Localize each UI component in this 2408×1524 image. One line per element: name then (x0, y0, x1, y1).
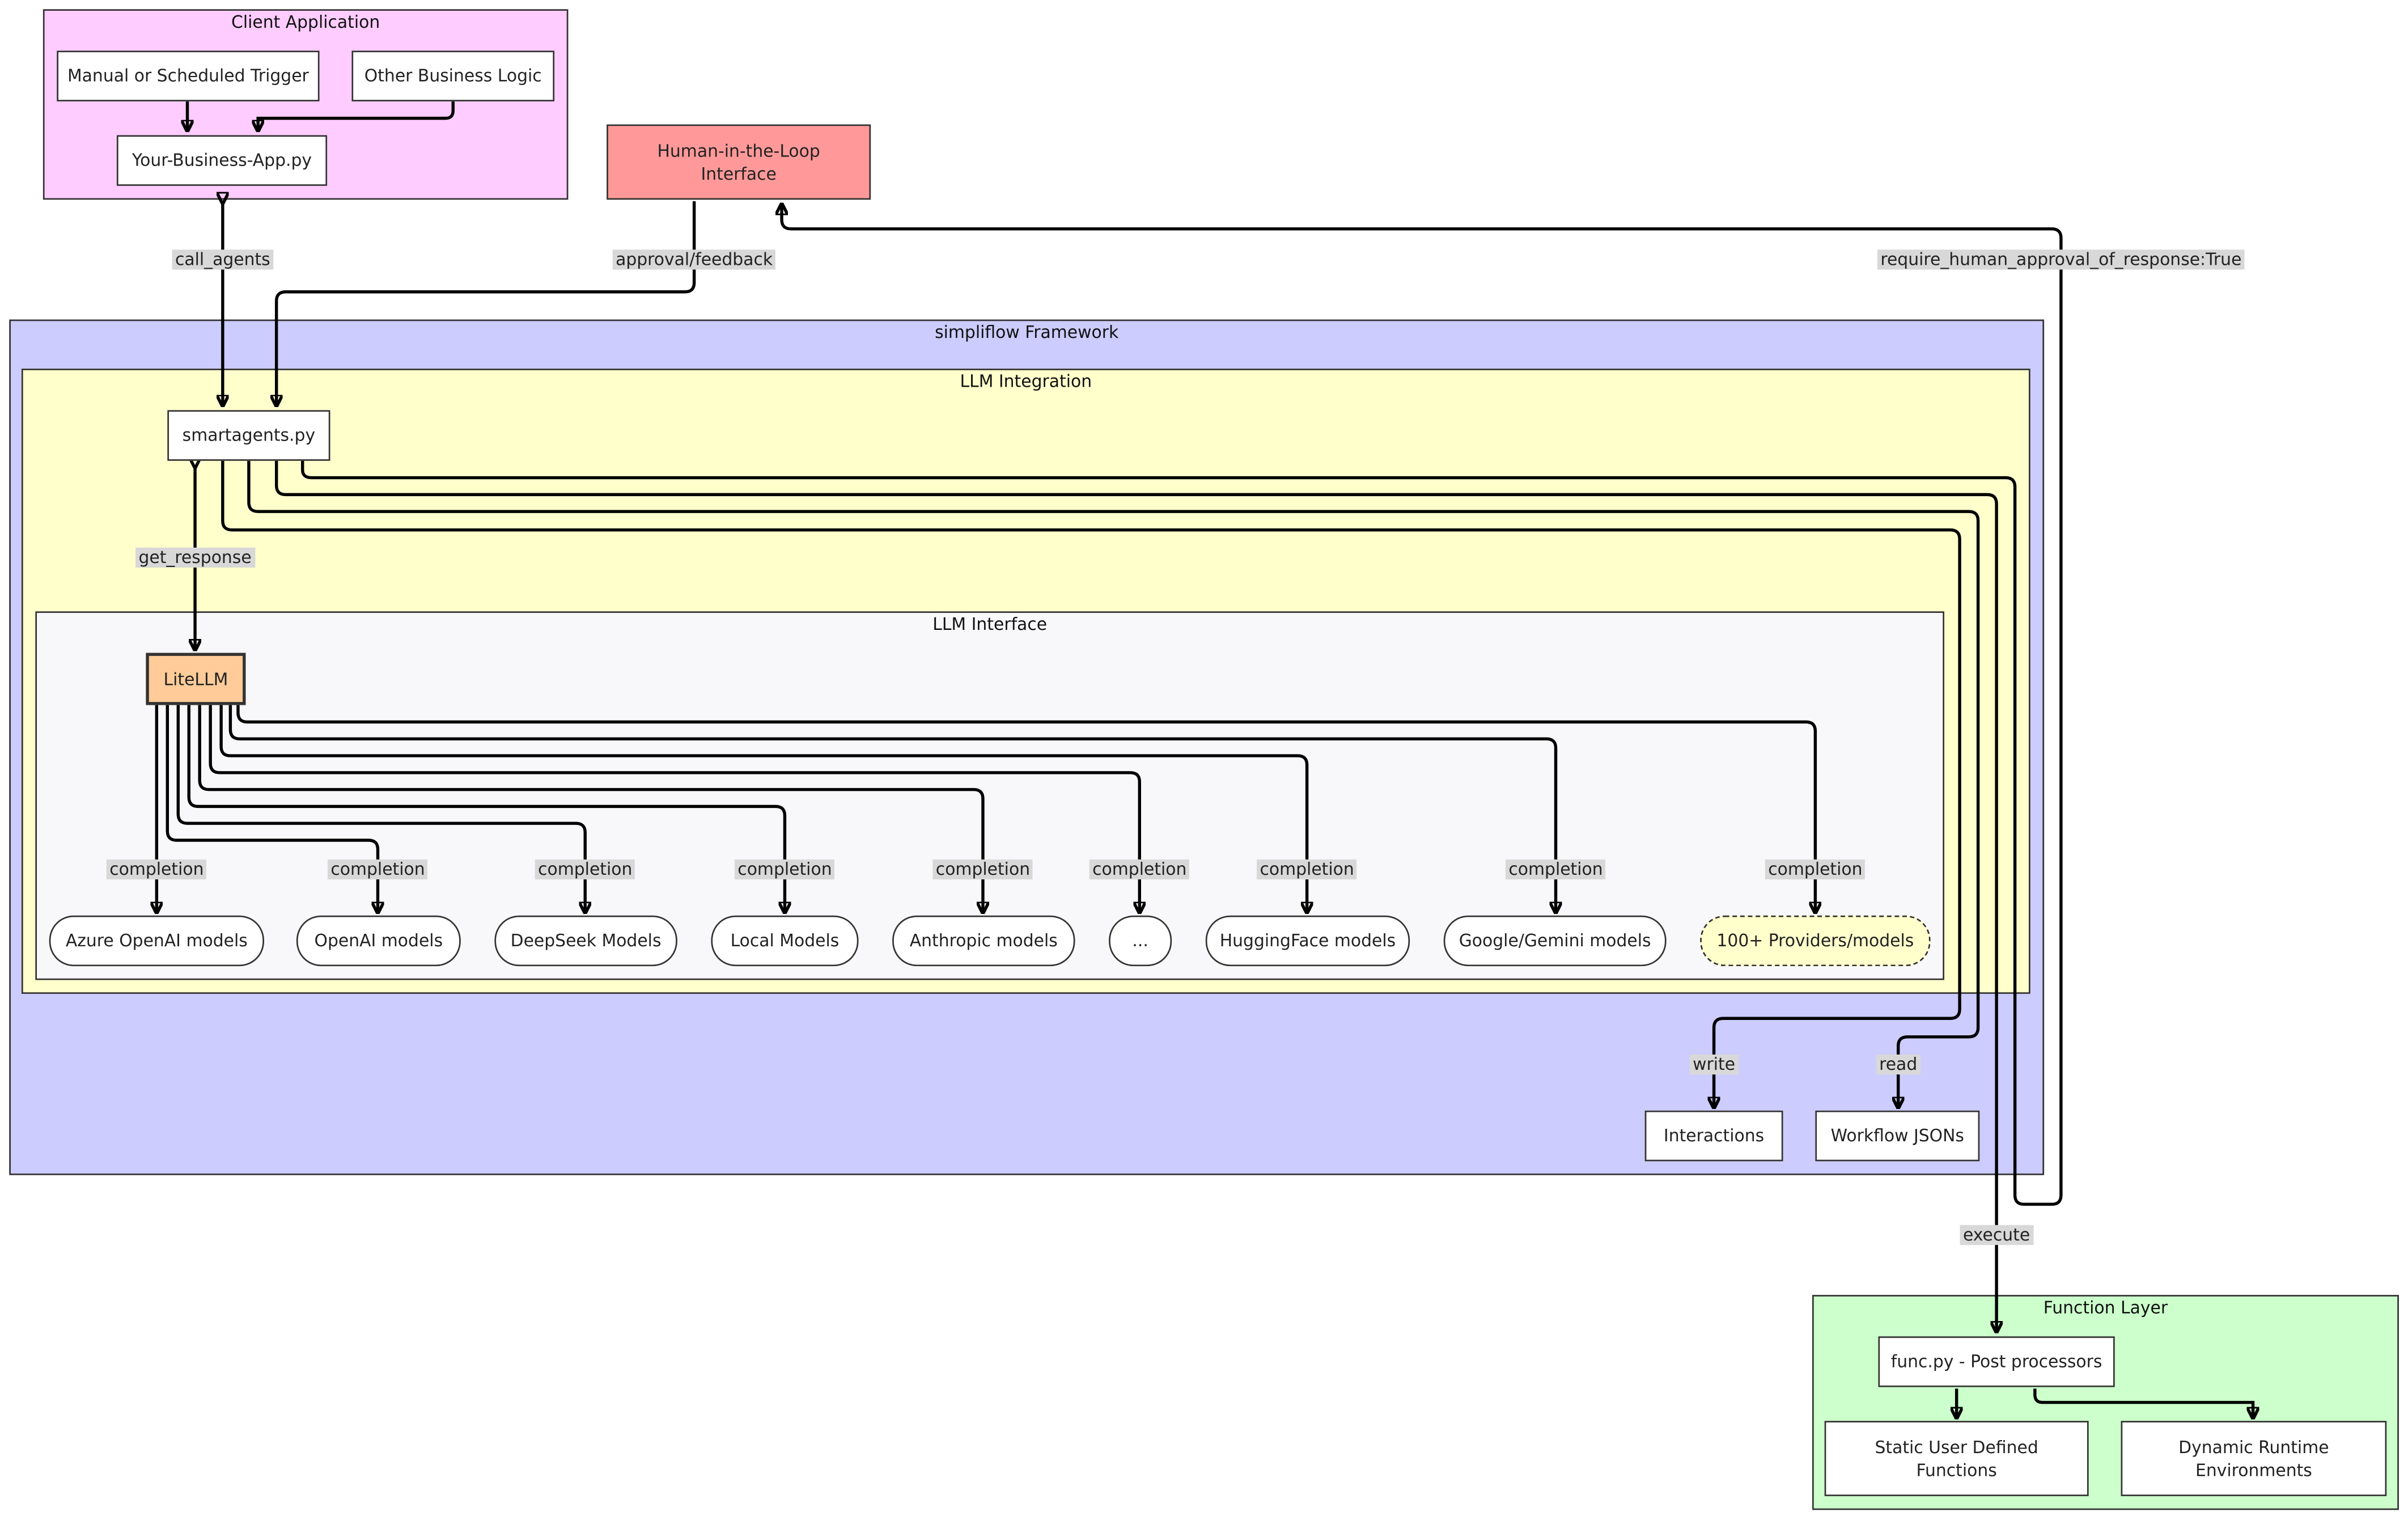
edge-label-completion: completion (1505, 859, 1606, 880)
node-azure-openai[interactable]: Azure OpenAI models (49, 915, 264, 967)
edge-label-approval-feedback: approval/feedback (612, 249, 776, 270)
edge-completion-ellipsis (209, 705, 1139, 911)
node-deepseek[interactable]: DeepSeek Models (494, 915, 677, 967)
node-local-models[interactable]: Local Models (711, 915, 859, 967)
node-trigger[interactable]: Manual or Scheduled Trigger (57, 50, 320, 101)
group-title-function-layer: Function Layer (2043, 1298, 2168, 1318)
edge-label-get-response: get_response (135, 547, 255, 568)
edge-approval-feedback (277, 201, 696, 404)
edge-label-completion: completion (932, 859, 1033, 880)
node-static-functions[interactable]: Static User Defined Functions (1824, 1421, 2089, 1496)
edge-completion-gemini (228, 705, 1555, 911)
node-litellm[interactable]: LiteLLM (146, 653, 246, 705)
group-title-llm-interface: LLM Interface (932, 614, 1048, 634)
edge-completion-anthropic (198, 705, 983, 911)
edge-label-completion: completion (535, 859, 635, 880)
group-title-client: Client Application (231, 12, 380, 32)
edge-completion-openai (166, 705, 378, 911)
node-google-gemini[interactable]: Google/Gemini models (1443, 915, 1667, 967)
node-huggingface[interactable]: HuggingFace models (1205, 915, 1410, 967)
edge-completion-huggingface (219, 705, 1307, 911)
edge-label-execute: execute (1960, 1225, 2033, 1245)
edge-label-completion: completion (327, 859, 429, 880)
group-title-llm-integration: LLM Integration (960, 371, 1092, 392)
node-more-providers[interactable]: 100+ Providers/models (1700, 915, 1931, 967)
node-business-app[interactable]: Your-Business-App.py (116, 135, 328, 186)
edge-func-to-dynamic (2033, 1388, 2253, 1416)
edge-label-read: read (1876, 1054, 1921, 1075)
edge-label-completion: completion (106, 859, 207, 880)
group-title-simpliflow: simpliflow Framework (935, 322, 1119, 343)
node-openai[interactable]: OpenAI models (296, 915, 461, 967)
node-func-py[interactable]: func.py - Post processors (1878, 1336, 2115, 1387)
edge-label-write: write (1689, 1054, 1739, 1075)
edge-label-completion: completion (1765, 859, 1866, 880)
node-interactions[interactable]: Interactions (1644, 1110, 1783, 1162)
node-dynamic-environments[interactable]: Dynamic Runtime Environments (2121, 1421, 2387, 1496)
edge-write (221, 460, 1961, 1106)
edge-label-completion: completion (1089, 859, 1190, 880)
edge-require-approval (301, 206, 2063, 1206)
node-other-business-logic[interactable]: Other Business Logic (351, 50, 555, 101)
edge-label-completion: completion (1257, 859, 1358, 880)
edge-completion-local (187, 705, 785, 911)
edge-label-require-approval: require_human_approval_of_response:True (1877, 249, 2245, 270)
edge-completion-more (236, 705, 1815, 911)
edge-read (247, 460, 1980, 1106)
edge-label-call-agents: call_agents (172, 249, 274, 270)
node-smartagents[interactable]: smartagents.py (167, 410, 330, 461)
edge-completion-deepseek (176, 705, 585, 911)
node-human-in-the-loop[interactable]: Human-in-the-Loop Interface (607, 124, 871, 200)
node-ellipsis[interactable]: ... (1109, 915, 1172, 967)
edge-label-completion: completion (734, 859, 836, 880)
node-anthropic[interactable]: Anthropic models (892, 915, 1075, 967)
edge-logic-to-app (258, 101, 455, 129)
node-workflow-jsons[interactable]: Workflow JSONs (1815, 1110, 1980, 1162)
edge-execute (274, 460, 1996, 1330)
